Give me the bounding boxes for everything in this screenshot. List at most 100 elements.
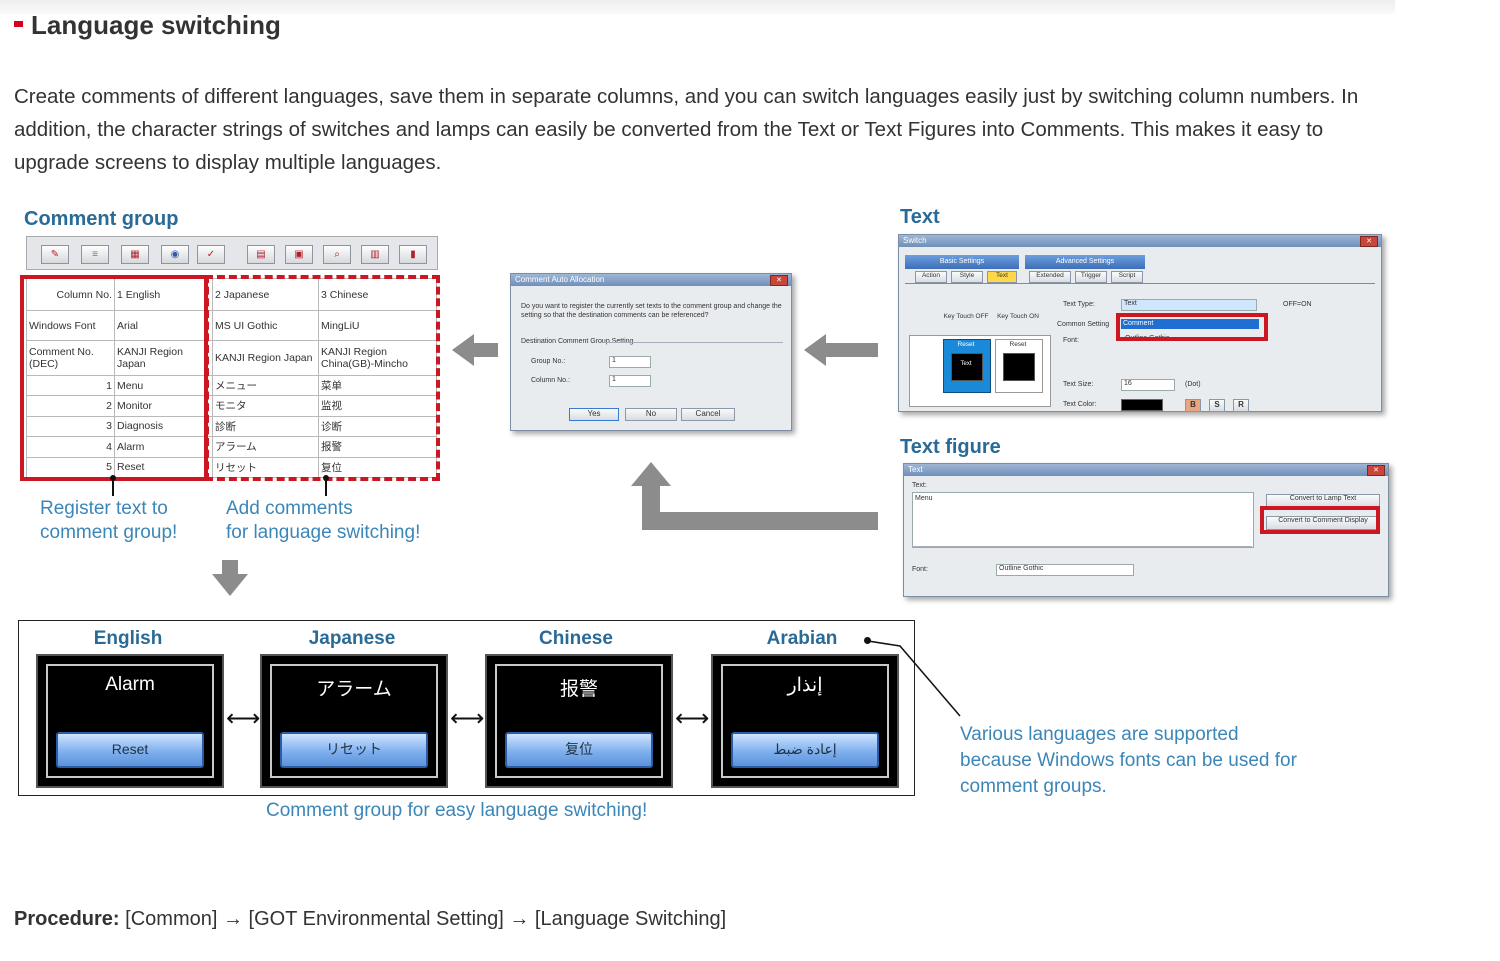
windows-fonts-note: Various languages are supported because … xyxy=(960,724,1297,797)
key-on-label: Key Touch ON xyxy=(997,313,1039,320)
lang-label-japanese: Japanese xyxy=(308,628,396,649)
cell[interactable]: 2 Japanese xyxy=(212,277,319,312)
font-select[interactable]: Outline Gothic xyxy=(996,564,1134,576)
language-caption: Comment group for easy language switchin… xyxy=(266,800,648,821)
auto-allocation-dialog: Comment Auto Allocation✕ Do you want to … xyxy=(510,273,792,431)
bold-button[interactable]: B xyxy=(1185,399,1201,412)
subtab-text[interactable]: Text xyxy=(987,271,1017,283)
toolbar-icon[interactable]: ▣ xyxy=(285,245,313,264)
font-label: Font: xyxy=(912,566,928,573)
language-frame xyxy=(18,620,915,796)
close-icon[interactable]: ✕ xyxy=(770,275,788,286)
dialog-title: Comment Auto Allocation xyxy=(515,275,605,284)
comment-group-table: Column No. 1 English 2 Japanese 3 Chines… xyxy=(26,277,437,479)
cell[interactable]: Diagnosis xyxy=(114,415,213,438)
raised-button[interactable]: R xyxy=(1233,399,1249,412)
common-setting-highlight xyxy=(1116,313,1268,341)
toolbar-icon[interactable]: ◉ xyxy=(161,245,189,264)
toolbar-icon[interactable]: ⌕ xyxy=(323,245,351,264)
reset-button[interactable]: Reset xyxy=(56,732,204,768)
subtab-script[interactable]: Script xyxy=(1111,271,1143,283)
subtab-action[interactable]: Action xyxy=(915,271,947,283)
text-color-swatch[interactable] xyxy=(1121,399,1163,411)
preview-text: Text xyxy=(960,361,972,367)
add-highlight-frame xyxy=(205,275,440,481)
toolbar-icon[interactable]: ▦ xyxy=(121,245,149,264)
text-figure-section-title: Text figure xyxy=(900,436,1001,458)
cell[interactable]: MS UI Gothic xyxy=(212,310,319,342)
double-arrow-icon: ⟷ xyxy=(450,705,485,732)
cell[interactable]: 3 Chinese xyxy=(318,277,437,312)
toolbar-icon[interactable]: ✎ xyxy=(41,245,69,264)
convert-comment-button[interactable]: Convert to Comment Display xyxy=(1266,516,1380,530)
cell[interactable]: 复位 xyxy=(318,456,437,479)
tab-advanced-settings[interactable]: Advanced Settings xyxy=(1025,255,1145,269)
close-icon[interactable]: ✕ xyxy=(1367,465,1385,476)
tab-basic-settings[interactable]: Basic Settings xyxy=(905,255,1019,269)
pointer-dot xyxy=(864,637,871,644)
reset-button[interactable]: リセット xyxy=(280,732,428,768)
cell[interactable]: Arial xyxy=(114,310,213,342)
switch-dialog: Switch ✕ Basic Settings Advanced Settings… xyxy=(898,234,1382,412)
toolbar-icon[interactable]: ✓ xyxy=(197,245,225,264)
subtab-style[interactable]: Style xyxy=(951,271,983,283)
convert-comment-highlight xyxy=(1260,506,1380,534)
lang-label-arabian: Arabian xyxy=(766,628,838,649)
caption-add: Add comments for language switching! xyxy=(226,498,421,543)
dot-label: (Dot) xyxy=(1185,381,1201,388)
left-arrow-icon xyxy=(452,334,474,366)
procedure-label: Procedure: xyxy=(14,908,120,930)
subtab-extended[interactable]: Extended xyxy=(1029,271,1071,283)
cell[interactable]: モニタ xyxy=(212,395,319,417)
left-arrow-icon xyxy=(804,334,826,366)
cancel-button[interactable]: Cancel xyxy=(681,408,735,421)
off-on-checkbox[interactable]: OFF=ON xyxy=(1283,301,1312,308)
text-label: Text: xyxy=(912,482,927,489)
screen-english: Alarm Reset xyxy=(36,654,224,788)
double-arrow-icon: ⟷ xyxy=(675,705,710,732)
yes-button[interactable]: Yes xyxy=(569,408,619,421)
down-arrow-shaft xyxy=(222,560,238,574)
group-no-input[interactable]: 1 xyxy=(609,356,651,368)
toolbar-icon[interactable]: ▮ xyxy=(399,245,427,264)
cell[interactable]: Reset xyxy=(114,456,213,479)
pointer-line xyxy=(325,478,327,496)
double-arrow-icon: ⟷ xyxy=(226,705,261,732)
text-size-input[interactable]: 16 xyxy=(1121,379,1175,391)
subtab-trigger[interactable]: Trigger xyxy=(1075,271,1107,283)
switch-window-title: Switch xyxy=(903,236,927,245)
left-arrow-shaft xyxy=(474,343,498,357)
elbow-arrow-shaft xyxy=(642,484,660,512)
close-icon[interactable]: ✕ xyxy=(1360,236,1378,247)
key-off-label: Key Touch OFF xyxy=(943,313,989,320)
text-color-label: Text Color: xyxy=(1063,401,1097,408)
toolbar-icon[interactable]: ≡ xyxy=(81,245,109,264)
column-no-label: Column No.: xyxy=(531,377,570,384)
cell[interactable]: リセット xyxy=(212,456,319,479)
dialog-titlebar: Comment Auto Allocation ✕ xyxy=(511,274,791,286)
text-figure-window-title: Text xyxy=(908,465,923,474)
toolbar-icon[interactable]: ▤ xyxy=(247,245,275,264)
text-type-select[interactable]: Text xyxy=(1121,299,1257,311)
cell[interactable]: KANJI Region Japan xyxy=(212,340,319,376)
group-no-label: Group No.: xyxy=(531,358,566,365)
column-no-input[interactable]: 1 xyxy=(609,375,651,387)
common-setting-select[interactable]: Comment xyxy=(1121,319,1259,329)
text-area[interactable]: Menu xyxy=(912,492,1254,548)
no-button[interactable]: No xyxy=(625,408,677,421)
comment-group-toolbar: ✎ ≡ ▦ ◉ ✓ ▤ ▣ ⌕ ▥ ▮ xyxy=(26,236,438,270)
reset-button[interactable]: 复位 xyxy=(505,732,653,768)
preview-black xyxy=(1003,353,1035,381)
down-arrow-icon xyxy=(212,574,248,596)
left-arrow-shaft xyxy=(826,343,878,357)
dialog-group-title: Destination Comment Group Setting xyxy=(521,338,634,345)
cell: Windows Font xyxy=(26,310,115,342)
page-title: Language switching xyxy=(31,10,281,40)
elbow-arrow-shaft xyxy=(642,512,878,530)
reset-button[interactable]: إعادة ضبط xyxy=(731,732,879,768)
toolbar-icon[interactable]: ▥ xyxy=(361,245,389,264)
alarm-text: إنذار xyxy=(787,675,823,696)
shadow-button[interactable]: S xyxy=(1209,399,1225,412)
caption-register: Register text to comment group! xyxy=(40,498,178,543)
table-row: Windows Font Arial MS UI Gothic MingLiU xyxy=(26,310,437,342)
